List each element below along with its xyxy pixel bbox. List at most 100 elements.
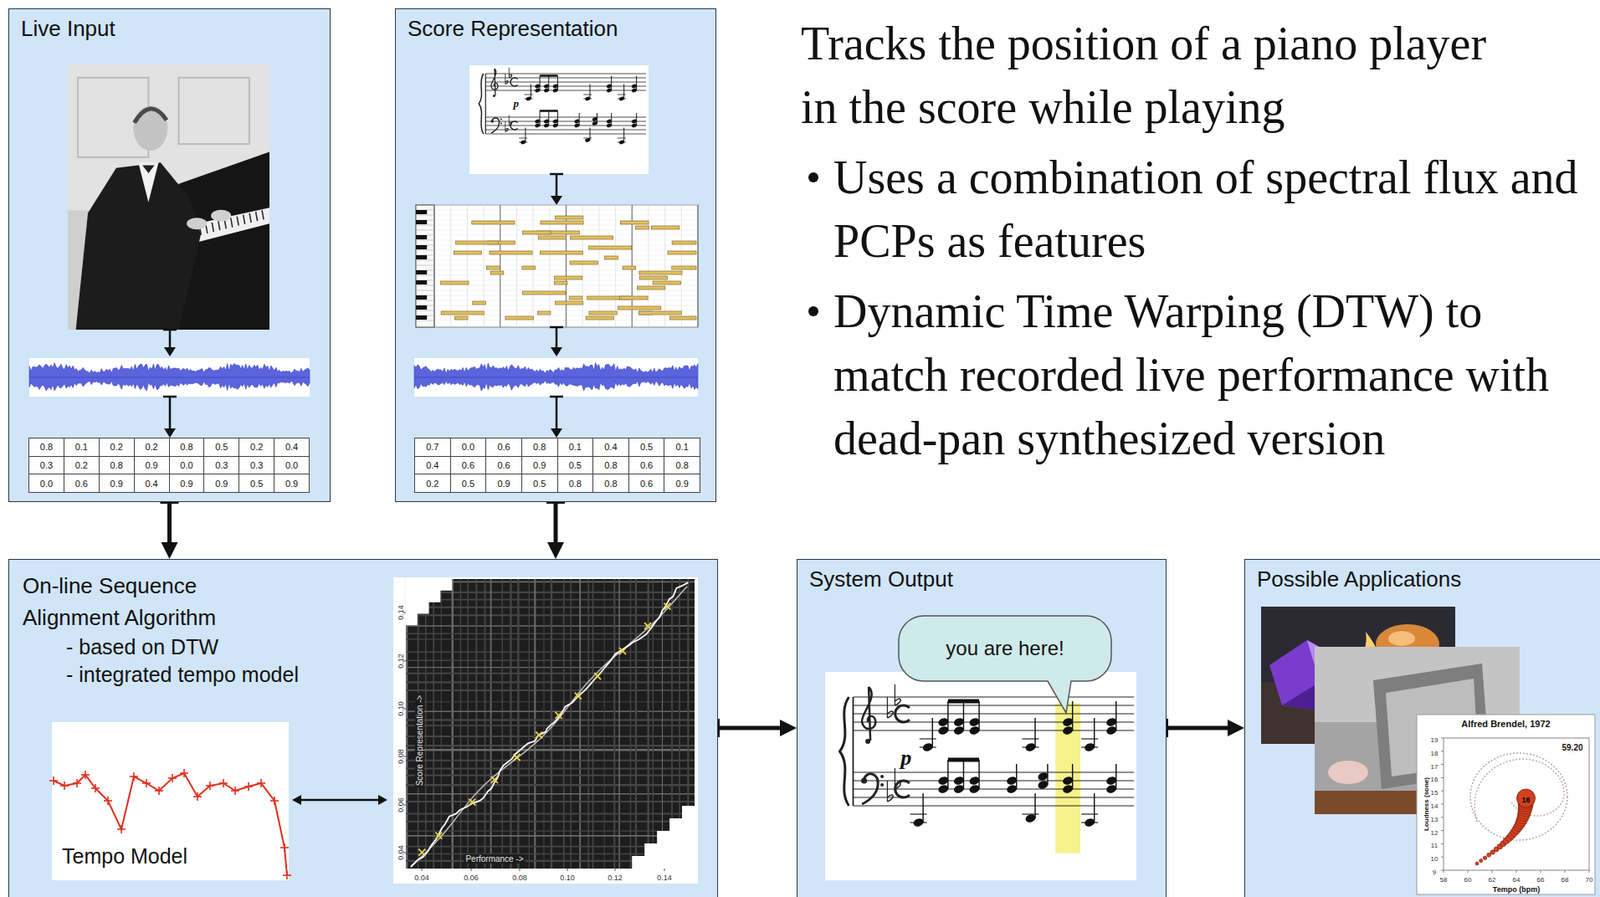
drawing-circle [1517,789,1535,807]
drawing-line [619,647,626,655]
table-cell: 0.5 [640,441,653,452]
table-cell: 0.1 [569,441,582,452]
label-holder: 66 [1537,870,1545,886]
drawing-line [425,579,427,869]
drawing-rect [441,311,484,315]
drawing-line [664,868,666,872]
table-cell-box: 0.0 [169,456,205,475]
drawing-rect [1055,702,1081,853]
table-cell-box: 0.2 [415,474,451,493]
table-cell-box: 0.3 [29,456,64,475]
drawing-line [574,692,582,700]
table-cell-box: 0.5 [204,438,239,457]
drawing-line [549,326,564,329]
table-cell-box: 0.1 [558,438,594,457]
drawing-line [555,327,559,349]
drawing-rect [522,291,565,295]
drawing-line [405,830,695,832]
label-holder: 70 [1585,870,1594,886]
drawing-line [451,579,454,869]
drawing-rect [454,316,468,320]
drawing-polygon [164,347,176,357]
drawing-line [630,579,631,869]
drawing-line [589,128,590,141]
feature-table: 0.80.10.20.20.80.50.20.40.30.20.80.90.00… [28,437,310,493]
drawing-line [94,784,97,793]
label-holder: Alfred Brendel, 1972 [1461,715,1550,731]
drawing-line [441,579,442,869]
drawing-rect [539,251,583,255]
bullet-text: Uses a combination of spectral flux and … [833,145,1591,273]
drawing-line [196,792,199,801]
drawing-line [405,701,695,703]
drawing-line [415,230,435,231]
drawing-rect [414,358,698,397]
drawing-ellipse [1470,753,1568,841]
drawing-line [415,260,435,262]
drawing-line [405,718,695,721]
bullet-dot [808,306,819,317]
table-cell: 0.2 [110,441,124,452]
drawing-line [567,868,569,872]
table-cell-box: 0.8 [593,456,629,475]
drawing-line [485,82,647,83]
drawing-line [421,868,423,872]
drawing-circle [500,123,503,125]
drawing-line [1441,816,1444,818]
label-holder: 62 [1488,870,1497,886]
drawing-line [490,579,493,869]
drawing-rect [415,270,427,275]
drawing-line [405,793,695,795]
drawing-line [1034,793,1036,819]
drawing-line [405,835,695,837]
slide-title: Tracks the position of a piano player in… [800,11,1496,139]
drawing-line [460,579,462,869]
drawing-line [218,220,221,231]
label-holder: 0.10 [391,701,407,717]
label-holder: 59.20 [1561,738,1583,754]
table-cell: 0.6 [497,460,510,471]
drawing-line [1071,764,1073,790]
table-cell: 0.6 [640,478,653,489]
illustration [797,559,1168,897]
table-cell: 0.8 [676,460,689,471]
drawing-line [519,868,521,872]
axis-tick: 0.14 [396,605,406,621]
chart-title: Alfred Brendel, 1972 [1461,718,1550,729]
table-cell-box: 0.8 [169,438,205,457]
drawing-line [555,174,559,198]
drawing-path [895,780,910,798]
drawing-path [510,77,518,87]
label-holder: 64 [1512,870,1521,886]
drawing-line [273,796,276,806]
drawing-line [615,205,616,328]
label-holder: 0.10 [559,868,575,884]
drawing-line [548,111,549,127]
bullet-text: - based on DTW [66,633,704,662]
flow-arrow [1166,726,1231,731]
drawing-line [543,579,544,869]
drawing-line [549,173,564,176]
drawing-line [539,76,541,92]
drawing-line [485,73,487,134]
label-holder: p [900,745,912,771]
drawing-line [211,222,214,232]
drawing-line [261,210,264,220]
table-cell: 0.9 [285,478,298,489]
table-cell: 0.9 [179,478,193,489]
drawing-line [1441,870,1444,872]
table-cell: 0.6 [75,478,88,489]
drawing-line [613,579,616,869]
drawing-ellipse [1388,630,1416,647]
drawing-rect [471,220,515,225]
drawing-line [594,672,601,680]
label-holder: 0.08 [391,748,407,765]
connector-group [160,502,180,546]
label-holder: 0.12 [391,653,407,669]
drawing-line [133,772,135,781]
drawing-line [405,800,695,803]
drawing-polygon [138,162,159,203]
drawing-ellipse [1328,760,1369,785]
drawing-line [405,681,695,683]
drawing-line [579,579,581,869]
